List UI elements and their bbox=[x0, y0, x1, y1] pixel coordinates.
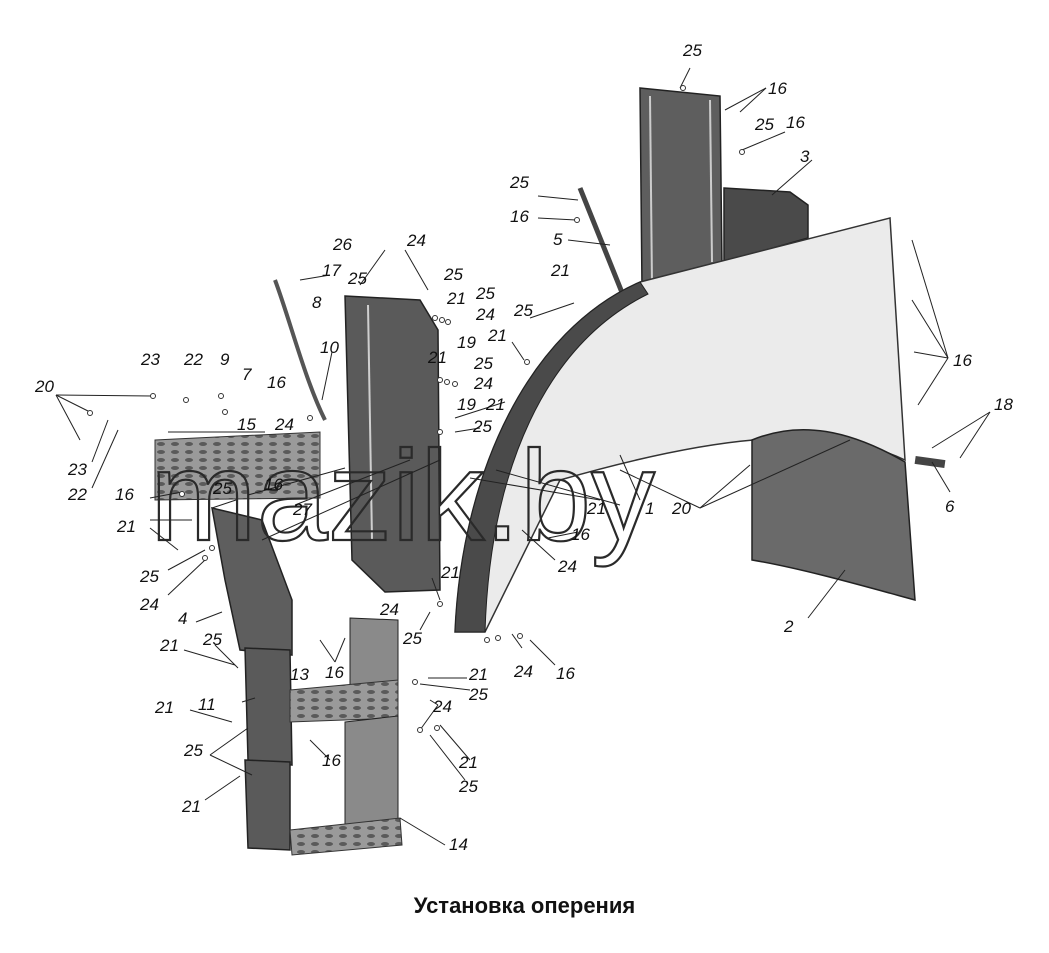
bracket-part-3 bbox=[639, 87, 809, 291]
callout-label: 21 bbox=[468, 665, 488, 684]
callout-label: 11 bbox=[198, 695, 216, 714]
callout-label: 25 bbox=[682, 41, 702, 60]
callout-label: 21 bbox=[446, 289, 466, 308]
mud-flap-part-2 bbox=[751, 429, 916, 602]
callout-label: 21 bbox=[458, 753, 478, 772]
callout-label: 25 bbox=[472, 417, 492, 436]
callout-label: 21 bbox=[487, 326, 507, 345]
step-part-15 bbox=[154, 431, 321, 501]
callout-label: 21 bbox=[427, 348, 447, 367]
callout-label: 2 bbox=[783, 617, 794, 636]
callout-label: 27 bbox=[292, 500, 312, 519]
callout-label: 25 bbox=[509, 173, 529, 192]
callout-label: 15 bbox=[237, 415, 256, 434]
callout-label: 25 bbox=[473, 354, 493, 373]
callout-label: 24 bbox=[513, 662, 533, 681]
watermark-text: mazik.by bbox=[150, 425, 655, 568]
callout-label: 21 bbox=[181, 797, 201, 816]
step-frame-part-14 bbox=[244, 715, 403, 856]
callout-label: 21 bbox=[440, 563, 460, 582]
callout-label: 5 bbox=[553, 230, 563, 249]
callout-label: 3 bbox=[800, 147, 810, 166]
callout-label: 21 bbox=[154, 698, 174, 717]
callout-label: 16 bbox=[556, 664, 575, 683]
callout-labels: 20 23 22 9 7 16 24 15 23 22 16 25 16 21 … bbox=[34, 41, 1013, 854]
callout-label: 9 bbox=[220, 350, 230, 369]
callout-label: 26 bbox=[332, 235, 352, 254]
callout-label: 16 bbox=[267, 373, 286, 392]
callout-label: 23 bbox=[140, 350, 160, 369]
callout-label: 25 bbox=[183, 741, 203, 760]
callout-label: 22 bbox=[67, 485, 87, 504]
callout-label: 24 bbox=[274, 415, 294, 434]
step-frame-part-11 bbox=[244, 617, 399, 766]
callout-label: 24 bbox=[139, 595, 159, 614]
callout-label: 20 bbox=[671, 499, 691, 518]
callout-label: 16 bbox=[322, 751, 341, 770]
callout-label: 8 bbox=[312, 293, 322, 312]
fasteners bbox=[87, 85, 745, 733]
callout-label: 25 bbox=[212, 479, 232, 498]
callout-label: 13 bbox=[290, 665, 309, 684]
callout-label: 24 bbox=[406, 231, 426, 250]
callout-label: 16 bbox=[768, 79, 787, 98]
callout-label: 25 bbox=[754, 115, 774, 134]
callout-label: 14 bbox=[449, 835, 468, 854]
callout-label: 21 bbox=[159, 636, 179, 655]
callout-label: 22 bbox=[183, 350, 203, 369]
callout-label: 16 bbox=[953, 351, 972, 370]
callout-label: 21 bbox=[485, 395, 505, 414]
callout-label: 25 bbox=[443, 265, 463, 284]
callout-label: 21 bbox=[116, 517, 136, 536]
callout-label: 16 bbox=[325, 663, 344, 682]
callout-label: 18 bbox=[994, 395, 1013, 414]
callout-label: 25 bbox=[475, 284, 495, 303]
callout-label: 21 bbox=[550, 261, 570, 280]
callout-label: 10 bbox=[320, 338, 339, 357]
callout-label: 24 bbox=[557, 557, 577, 576]
callout-label: 25 bbox=[202, 630, 222, 649]
callout-label: 16 bbox=[510, 207, 529, 226]
callout-label: 16 bbox=[786, 113, 805, 132]
step-bracket-part-4 bbox=[211, 507, 293, 656]
bracket-part-8 bbox=[344, 295, 441, 593]
callout-label: 25 bbox=[458, 777, 478, 796]
callout-label: 7 bbox=[242, 365, 252, 384]
callout-label: 25 bbox=[402, 629, 422, 648]
callout-label: 24 bbox=[475, 305, 495, 324]
callout-label: 24 bbox=[473, 374, 493, 393]
callout-label: 16 bbox=[571, 525, 590, 544]
callout-label: 25 bbox=[468, 685, 488, 704]
callout-label: 16 bbox=[264, 475, 283, 494]
callout-label: 6 bbox=[945, 497, 955, 516]
callout-label: 1 bbox=[645, 499, 654, 518]
callout-label: 25 bbox=[347, 269, 367, 288]
leader-lines bbox=[55, 67, 991, 846]
callout-label: 21 bbox=[586, 499, 606, 518]
callout-label: 16 bbox=[115, 485, 134, 504]
callout-label: 25 bbox=[513, 301, 533, 320]
callout-label: 19 bbox=[457, 395, 476, 414]
handrail-part-26 bbox=[273, 279, 327, 421]
callout-label: 4 bbox=[178, 609, 187, 628]
callout-label: 23 bbox=[67, 460, 87, 479]
callout-label: 20 bbox=[34, 377, 54, 396]
callout-label: 25 bbox=[139, 567, 159, 586]
callout-label: 19 bbox=[457, 333, 476, 352]
callout-label: 24 bbox=[432, 697, 452, 716]
plate-part-6 bbox=[914, 455, 946, 469]
callout-label: 17 bbox=[322, 261, 341, 280]
diagram-caption: Установка оперения bbox=[413, 893, 636, 918]
callout-label: 24 bbox=[379, 600, 399, 619]
